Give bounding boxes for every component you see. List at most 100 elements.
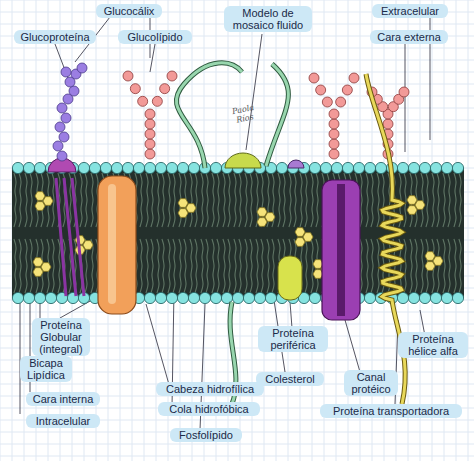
- tail: [14, 239, 16, 293]
- tail: [289, 173, 291, 227]
- tail: [382, 173, 384, 227]
- sugar-bead: [329, 149, 339, 159]
- tail: [195, 173, 197, 227]
- sugar-bead: [160, 84, 170, 94]
- tail: [234, 239, 236, 293]
- head: [331, 162, 342, 173]
- peripheral-protein: [225, 153, 261, 168]
- tail: [228, 173, 230, 227]
- part-label: Proteína hélice alfa: [398, 332, 468, 358]
- tail: [426, 173, 428, 227]
- cholesterol-ring: [415, 201, 425, 210]
- cholesterol-ring: [425, 252, 435, 261]
- tail: [206, 173, 208, 227]
- head: [320, 162, 331, 173]
- sugar-bead: [152, 96, 162, 106]
- tail: [179, 239, 181, 293]
- sugar-bead: [53, 141, 63, 151]
- tail: [19, 173, 21, 227]
- sugar-bead: [145, 109, 155, 119]
- tail: [371, 173, 373, 227]
- tail: [223, 239, 225, 293]
- cholesterol-ring: [83, 241, 93, 250]
- cholesterol-ring: [295, 238, 305, 247]
- cholesterol-ring: [407, 206, 417, 215]
- head: [364, 292, 375, 303]
- head: [430, 292, 441, 303]
- head: [34, 162, 45, 173]
- tail: [245, 239, 247, 293]
- sugar-bead: [145, 119, 155, 129]
- sugar-bead: [57, 151, 67, 161]
- sugar-bead: [399, 87, 409, 97]
- part-label: Proteína transportadora: [320, 404, 462, 418]
- head: [452, 292, 463, 303]
- sugar-bead: [383, 119, 393, 129]
- tail: [305, 173, 307, 227]
- tail: [454, 173, 456, 227]
- tail: [415, 239, 417, 293]
- leader-line: [405, 44, 406, 152]
- tail: [404, 239, 406, 293]
- cholesterol-ring: [33, 268, 43, 277]
- part-label: Bicapa Lipídica: [20, 356, 72, 382]
- cholesterol-ring: [295, 228, 305, 237]
- tail: [239, 173, 241, 227]
- sugar-bead: [59, 132, 69, 142]
- tail: [223, 173, 225, 227]
- tail: [459, 239, 461, 293]
- tail: [228, 239, 230, 293]
- head: [155, 162, 166, 173]
- cholesterol-ring: [41, 263, 51, 272]
- part-label: Glucolípido: [118, 30, 192, 44]
- tail: [448, 239, 450, 293]
- head: [177, 292, 188, 303]
- head: [276, 162, 287, 173]
- signature: Paola Ríos: [220, 100, 267, 129]
- part-label: Modelo de mosaico fluido: [224, 6, 312, 32]
- tail: [448, 173, 450, 227]
- tail: [151, 173, 153, 227]
- grid-line: [0, 456, 474, 457]
- grid-line: [468, 0, 469, 461]
- head: [111, 162, 122, 173]
- sugar-bead: [61, 113, 71, 123]
- cholesterol-ring: [186, 204, 196, 213]
- cholesterol-ring: [35, 192, 45, 201]
- tail: [157, 239, 159, 293]
- part-label: Cabeza hidrofílica: [156, 382, 264, 396]
- tail: [14, 173, 16, 227]
- head: [441, 292, 452, 303]
- tail: [201, 239, 203, 293]
- head: [265, 292, 276, 303]
- leader-line: [290, 302, 292, 328]
- tail: [168, 173, 170, 227]
- glycoprotein: [48, 63, 87, 296]
- sugar-bead: [329, 109, 339, 119]
- tail: [151, 239, 153, 293]
- part-label: Extracelular: [372, 4, 448, 18]
- cholesterol-ring: [407, 196, 417, 205]
- head: [144, 292, 155, 303]
- tail: [437, 173, 439, 227]
- tail: [25, 173, 27, 227]
- tail: [58, 239, 60, 293]
- head: [232, 292, 243, 303]
- cholesterol-ring: [257, 218, 267, 227]
- tail: [245, 173, 247, 227]
- grid-line: [0, 0, 1, 461]
- tail: [366, 239, 368, 293]
- sugar-bead: [57, 103, 67, 113]
- head: [122, 162, 133, 173]
- cholesterol-ring: [35, 202, 45, 211]
- leader-line: [246, 34, 262, 150]
- tail: [256, 173, 258, 227]
- part-label: Cara externa: [370, 30, 448, 44]
- head: [419, 292, 430, 303]
- cholesterol-ring: [33, 258, 43, 267]
- head: [243, 292, 254, 303]
- tail: [195, 239, 197, 293]
- head: [408, 292, 419, 303]
- part-label: Proteína Globular (integral): [32, 318, 90, 356]
- protein-highlight: [108, 184, 116, 304]
